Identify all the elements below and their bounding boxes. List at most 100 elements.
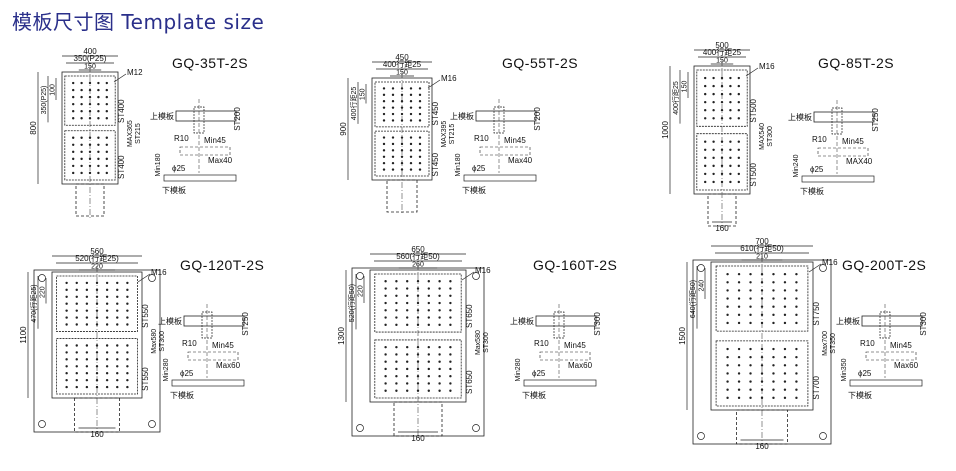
bolt-hole	[105, 81, 109, 85]
r-label: R10	[860, 339, 875, 348]
bolt-hole	[729, 140, 732, 143]
bolt-hole	[85, 358, 89, 361]
ram-extension	[393, 401, 443, 437]
upper-platen-box	[813, 111, 875, 123]
bolt-hole	[65, 378, 68, 382]
bolt-hole	[449, 309, 452, 312]
bolt-hole	[712, 156, 715, 160]
bolt-hole	[418, 87, 422, 90]
r-label: R10	[534, 339, 549, 348]
bolt-hole	[783, 289, 787, 292]
bolt-hole	[449, 316, 452, 319]
upper-hole-panel	[374, 81, 430, 128]
bolt-hole	[449, 389, 452, 392]
bolt-hole	[427, 382, 430, 385]
bolt-hole	[391, 161, 395, 165]
bolt-hole	[783, 364, 787, 367]
bolt-hole	[409, 155, 413, 158]
bolt-hole	[97, 171, 100, 175]
bolt-hole	[85, 351, 89, 354]
bolt-hole	[116, 372, 119, 375]
dim-text: 100	[50, 84, 57, 96]
bottom-dim: 160	[90, 430, 104, 439]
tie-bar-circle	[472, 272, 480, 280]
bolt-hole	[772, 281, 775, 284]
dim-text: 220	[91, 264, 103, 271]
bolt-hole	[749, 272, 752, 276]
bolt-hole	[720, 156, 724, 160]
lower-platen-box	[463, 174, 537, 182]
bolt-hole	[97, 110, 100, 113]
bolt-hole	[729, 76, 732, 80]
bolt-hole	[729, 84, 732, 88]
bolt-hole	[75, 351, 78, 354]
bolt-hole	[712, 117, 715, 120]
middle-guide	[187, 351, 239, 361]
bolt-hole	[772, 313, 775, 317]
bolt-hole	[737, 92, 740, 96]
bolt-hole	[772, 380, 775, 383]
phi-label: ϕ25	[180, 369, 194, 378]
dim-text: 150	[682, 81, 689, 93]
bolt-hole	[126, 295, 129, 298]
stroke-label: ST650	[465, 304, 474, 328]
bolt-hole	[406, 345, 409, 349]
bolt-hole	[438, 287, 441, 290]
bolt-hole	[400, 100, 404, 103]
bolt-hole	[116, 288, 119, 292]
bolt-hole	[795, 305, 798, 308]
bolt-hole	[75, 281, 78, 285]
bolt-hole	[391, 149, 395, 152]
tie-bar-circle	[697, 264, 705, 272]
bolt-hole	[384, 345, 387, 349]
model-label-gq55: GQ-55T-2S	[502, 55, 579, 71]
bolt-hole	[449, 323, 452, 327]
bolt-hole	[449, 382, 452, 385]
bolt-hole	[795, 372, 798, 375]
bolt-hole	[795, 396, 798, 400]
bolt-hole	[400, 112, 404, 116]
bolt-hole	[726, 355, 729, 359]
max-label: Max580	[475, 330, 482, 355]
bolt-hole	[126, 316, 129, 319]
bolt-hole	[704, 140, 707, 143]
bolt-hole	[105, 309, 109, 312]
bolt-hole	[105, 117, 109, 120]
bolt-hole	[406, 294, 409, 297]
bolt-hole	[65, 281, 68, 285]
bolt-hole	[395, 280, 398, 283]
bolt-hole	[72, 150, 75, 154]
bolt-hole	[85, 295, 89, 298]
middle-guide	[865, 351, 917, 361]
model-label-gq120: GQ-120T-2S	[180, 257, 265, 273]
bolt-hole	[726, 364, 729, 367]
bolt-hole	[737, 281, 741, 284]
stroke-label: ST550	[141, 304, 150, 328]
bolt-hole	[409, 100, 413, 103]
bolt-hole	[795, 347, 798, 351]
bolt-hole	[438, 294, 441, 297]
upper-platen-label: 上模板	[788, 112, 812, 122]
bolt-hole	[105, 281, 109, 285]
bolt-hole	[80, 95, 83, 99]
bolt-hole	[80, 164, 83, 168]
bolt-hole	[105, 171, 109, 175]
bolt-hole	[391, 100, 395, 103]
side-stroke-label: ST200	[533, 107, 542, 131]
dim-text: 470(行距25)	[29, 284, 38, 322]
bolt-hole	[72, 88, 75, 92]
bottom-dim: 160	[715, 224, 729, 233]
dim-text: 500	[715, 41, 729, 50]
bolt-hole	[116, 302, 119, 305]
bolt-hole	[726, 305, 729, 308]
bolt-hole	[75, 323, 78, 326]
bolt-hole	[409, 119, 413, 122]
bolt-hole	[85, 385, 89, 389]
bolt-hole	[80, 150, 83, 154]
bolt-hole	[116, 365, 119, 368]
bolt-hole	[105, 102, 109, 106]
bolt-hole	[97, 143, 100, 146]
